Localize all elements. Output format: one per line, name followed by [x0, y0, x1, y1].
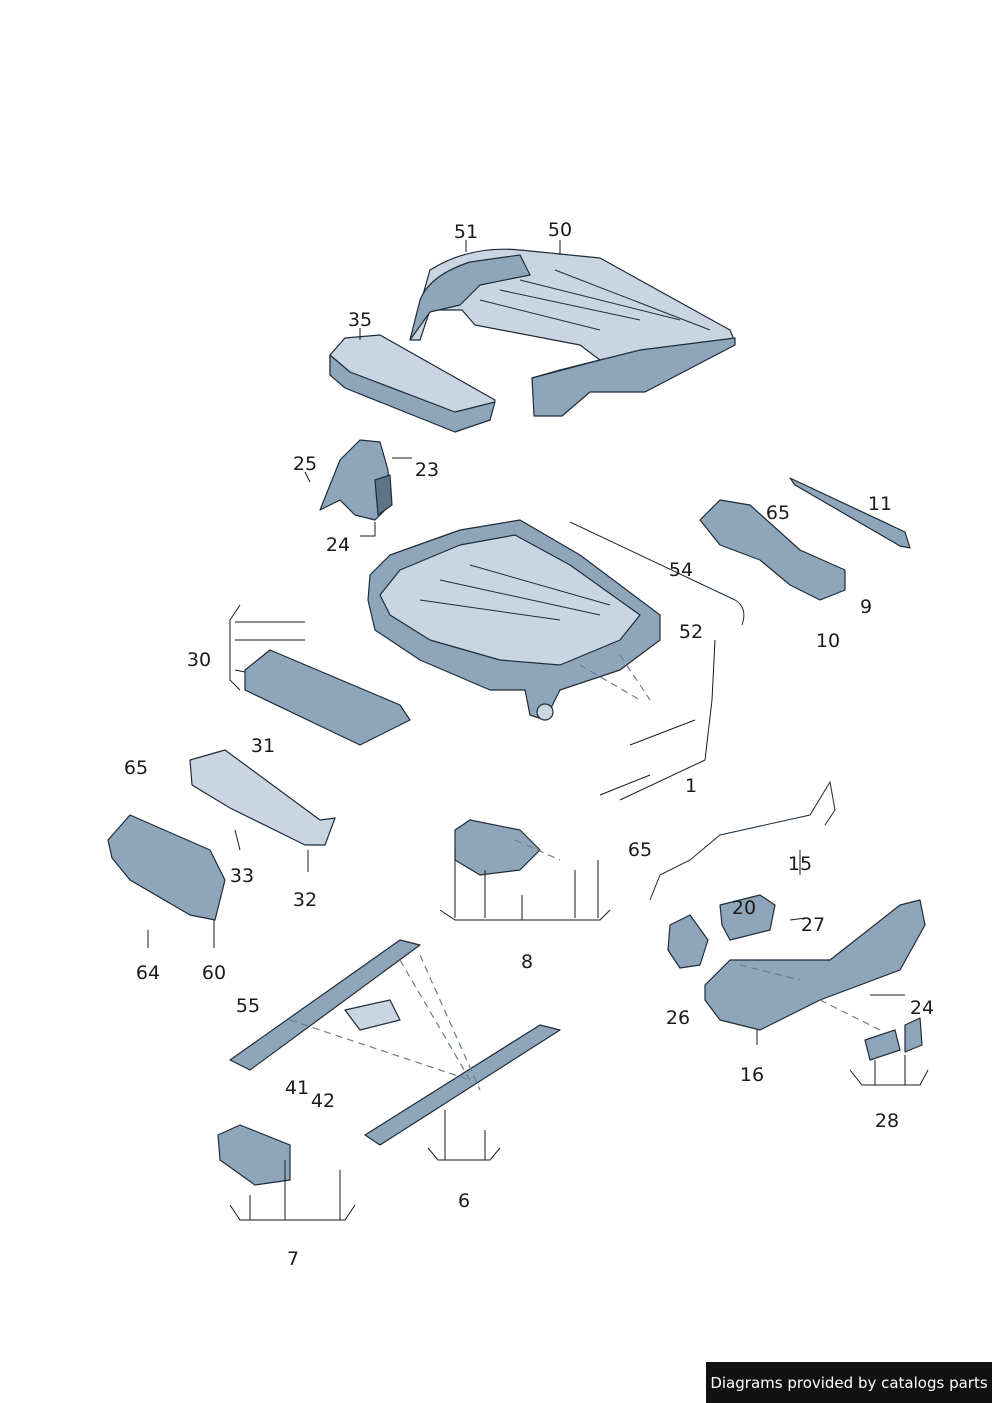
callout-54: 54 [669, 559, 693, 581]
callout-52: 52 [679, 621, 703, 643]
callout-31: 31 [251, 735, 275, 757]
side-panel-part [319, 439, 393, 521]
callout-24-upper: 24 [326, 534, 350, 556]
callout-15: 15 [788, 853, 812, 875]
callout-55: 55 [236, 995, 260, 1017]
callout-64: 64 [136, 962, 160, 984]
callout-60: 60 [202, 962, 226, 984]
callout-7: 7 [287, 1248, 299, 1270]
callout-8: 8 [521, 951, 533, 973]
callout-9: 9 [860, 596, 872, 618]
callout-33: 33 [230, 865, 254, 887]
callout-11: 11 [868, 493, 892, 515]
callout-10: 10 [816, 630, 840, 652]
callout-24-lower: 24 [910, 997, 934, 1019]
callout-65-left: 65 [124, 757, 148, 779]
callout-25: 25 [293, 453, 317, 475]
callout-35: 35 [348, 309, 372, 331]
watermark-banner: Diagrams provided by catalogs parts [706, 1362, 992, 1403]
callout-41: 41 [285, 1077, 309, 1099]
callout-30: 30 [187, 649, 211, 671]
callout-32: 32 [293, 889, 317, 911]
seat-cushion-part [409, 248, 736, 417]
callout-26: 26 [666, 1007, 690, 1029]
callout-23: 23 [415, 459, 439, 481]
front-cushion-part [329, 334, 496, 433]
callout-51: 51 [454, 221, 478, 243]
callout-20: 20 [732, 897, 756, 919]
callout-42: 42 [311, 1090, 335, 1112]
callout-28: 28 [875, 1110, 899, 1132]
callout-27: 27 [801, 914, 825, 936]
callout-65-upper: 65 [766, 502, 790, 524]
callout-16: 16 [740, 1064, 764, 1086]
callout-6: 6 [458, 1190, 470, 1212]
seat-frame-part [367, 519, 661, 721]
callout-50: 50 [548, 219, 572, 241]
callout-65-right: 65 [628, 839, 652, 861]
callout-1: 1 [685, 775, 697, 797]
